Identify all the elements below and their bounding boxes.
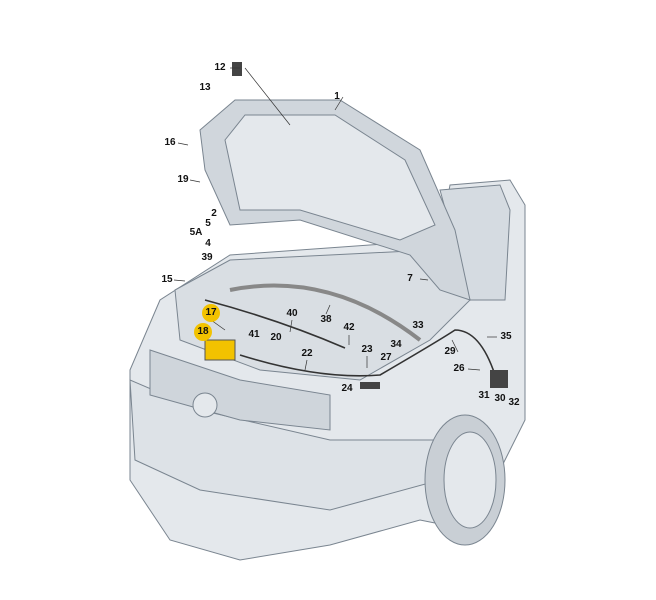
label-12: 12 bbox=[214, 62, 226, 73]
bowden-cable-40 bbox=[204, 299, 346, 349]
label-5: 5 bbox=[205, 218, 211, 229]
label-39: 39 bbox=[201, 252, 213, 263]
hood-inner bbox=[224, 114, 436, 241]
label-4: 4 bbox=[205, 238, 211, 249]
label-20: 20 bbox=[270, 332, 282, 343]
part-24 bbox=[360, 382, 380, 389]
label-29: 29 bbox=[444, 346, 456, 357]
label-27: 27 bbox=[380, 352, 392, 363]
label-42: 42 bbox=[343, 322, 355, 333]
label-41: 41 bbox=[248, 329, 260, 340]
lock-part-18 bbox=[204, 339, 236, 361]
label-31: 31 bbox=[478, 390, 490, 401]
label-35: 35 bbox=[500, 331, 512, 342]
label-2: 2 bbox=[211, 208, 217, 219]
label-15: 15 bbox=[161, 274, 173, 285]
label-22: 22 bbox=[301, 348, 313, 359]
label-26: 26 bbox=[453, 363, 465, 374]
label-1: 1 bbox=[334, 91, 340, 102]
vw-logo bbox=[192, 392, 218, 418]
label-40: 40 bbox=[286, 308, 298, 319]
part-12 bbox=[232, 62, 242, 76]
label-19: 19 bbox=[177, 174, 189, 185]
part-30 bbox=[490, 370, 508, 388]
seal-38 bbox=[229, 283, 422, 342]
grille bbox=[149, 349, 331, 431]
label-33: 33 bbox=[412, 320, 424, 331]
label-13: 13 bbox=[199, 82, 211, 93]
label-17-highlighted[interactable]: 17 bbox=[202, 304, 220, 322]
label-38: 38 bbox=[320, 314, 332, 325]
label-5a: 5A bbox=[189, 227, 203, 238]
label-30: 30 bbox=[494, 393, 506, 404]
label-32: 32 bbox=[508, 397, 520, 408]
label-7: 7 bbox=[407, 273, 413, 284]
label-34: 34 bbox=[390, 339, 402, 350]
label-18-highlighted[interactable]: 18 bbox=[194, 323, 212, 341]
label-23: 23 bbox=[361, 344, 373, 355]
label-24: 24 bbox=[341, 383, 353, 394]
release-cable bbox=[239, 329, 496, 377]
label-16: 16 bbox=[164, 137, 176, 148]
